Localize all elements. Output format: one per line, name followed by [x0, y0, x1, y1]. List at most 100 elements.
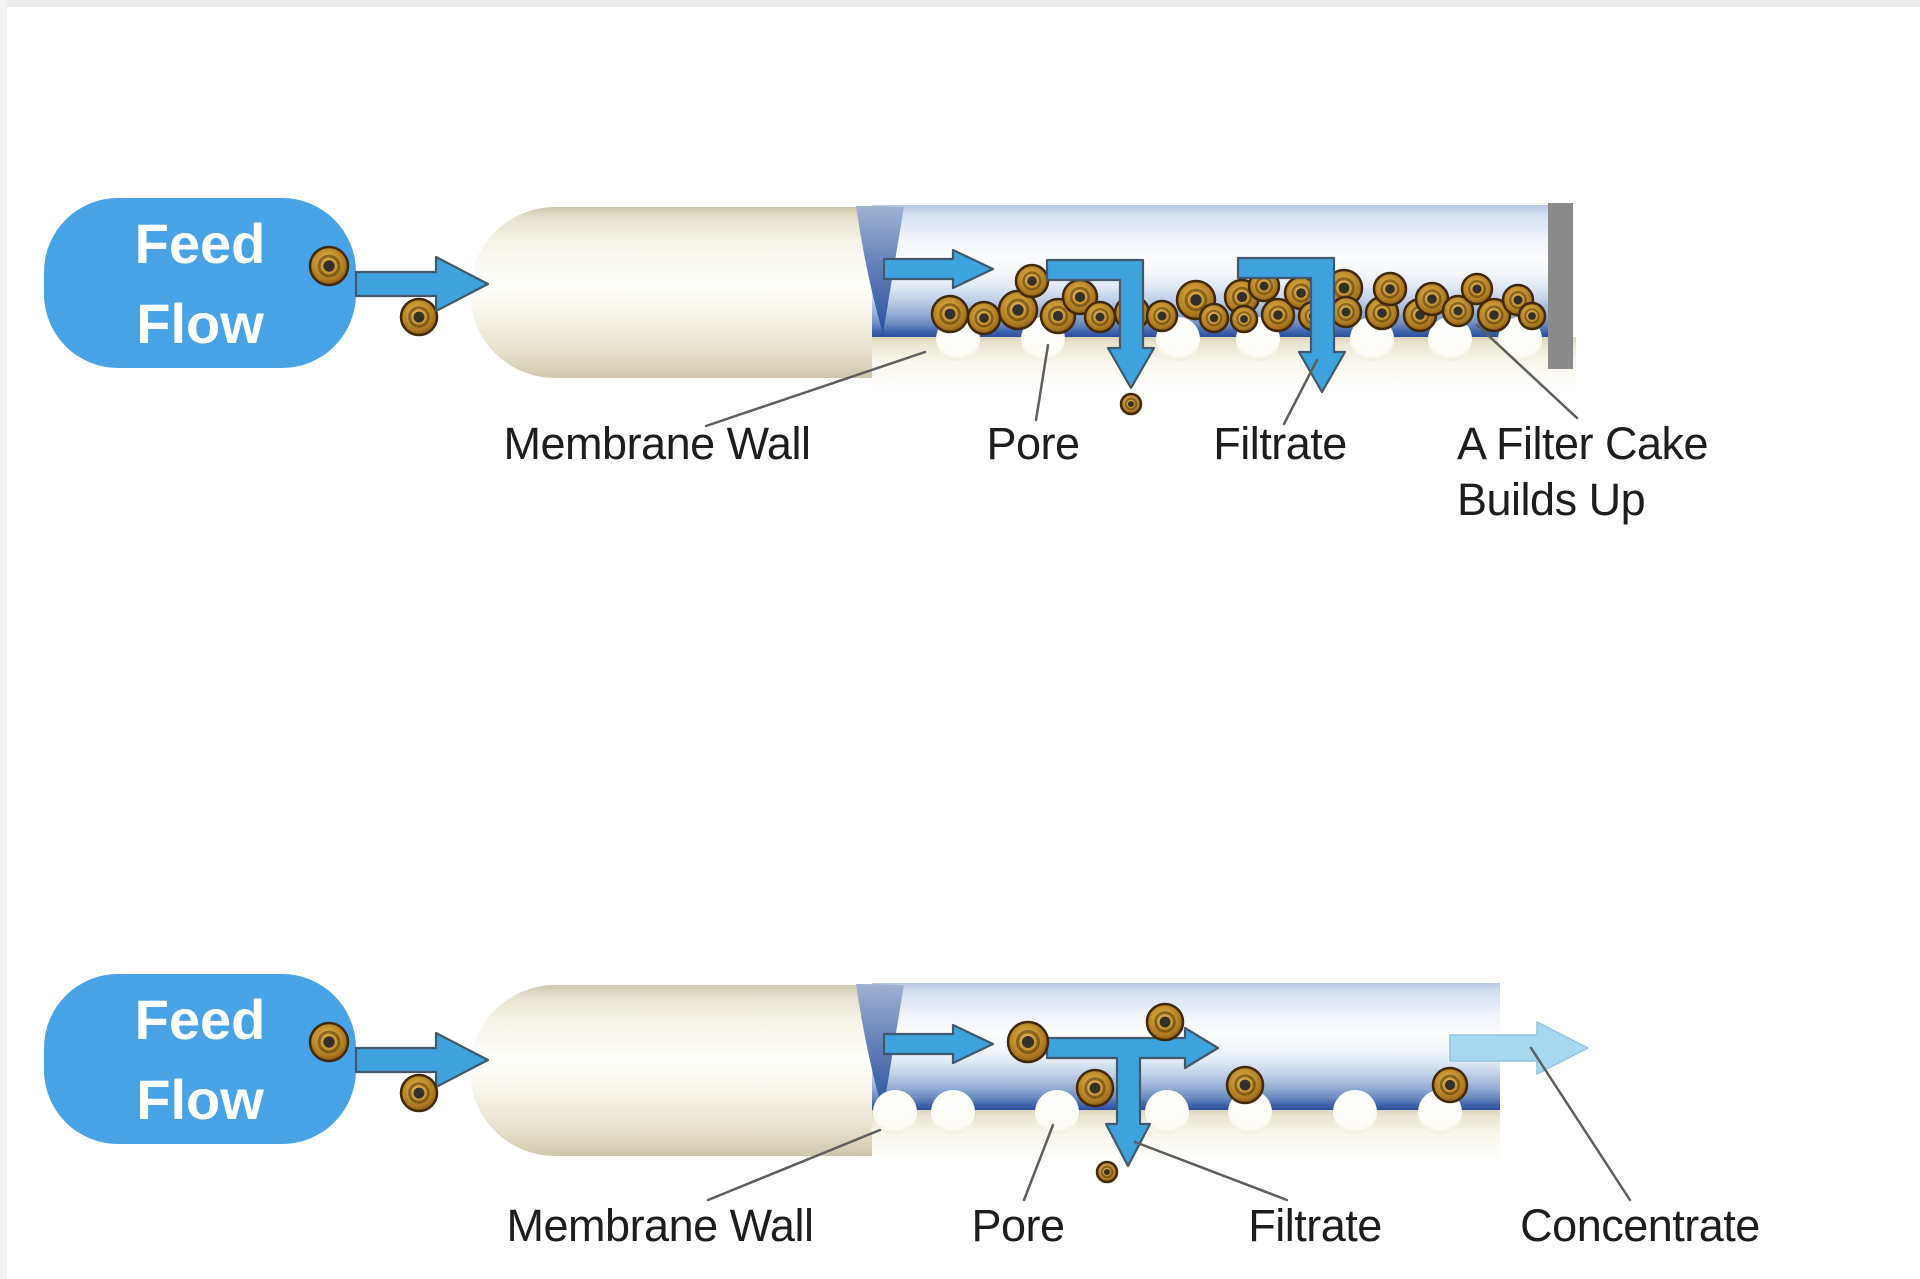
particle-ring [1234, 1074, 1256, 1096]
particle-ring [1439, 1074, 1461, 1096]
particle-ring [317, 254, 341, 278]
pore-dome [873, 1090, 917, 1134]
particle-core [413, 311, 425, 323]
particle-core [1444, 1079, 1456, 1091]
particle-core [1104, 1169, 1110, 1175]
particle-ring [1152, 307, 1171, 326]
cut-face [856, 206, 904, 334]
particle-ring [1291, 283, 1311, 303]
concentrate-arrow [1449, 1021, 1589, 1075]
feed-flow-line1: Feed [134, 988, 266, 1051]
particle-ring [1448, 302, 1467, 321]
particle-ring [1205, 309, 1223, 327]
particle-ring [1124, 397, 1138, 411]
particle-core [1453, 306, 1463, 316]
callout-line [1034, 343, 1050, 422]
particle-ring [1015, 1029, 1040, 1054]
particle-core [1341, 307, 1351, 317]
callout-line [1475, 323, 1579, 420]
particle-ring [1184, 288, 1208, 312]
feed-flow-badge-top: Feed Flow [44, 198, 356, 368]
feed-flow-badge-bottom: Feed Flow [44, 974, 356, 1144]
filtrate-arrow-1 [1045, 258, 1156, 390]
particle-core [1089, 1082, 1101, 1094]
callout-line [1529, 1046, 1632, 1202]
feed-flow-line2: Flow [136, 1068, 264, 1131]
cross-flow-figure [308, 983, 1632, 1202]
particle-ring [408, 306, 430, 328]
cut-face [856, 984, 904, 1112]
feed-flow-line1: Feed [134, 212, 266, 275]
particle-ring [974, 308, 994, 328]
particle-ring [1380, 279, 1400, 299]
particle-ring [1422, 289, 1442, 309]
particle-ring [1090, 308, 1109, 327]
particle-core [979, 313, 989, 323]
particle-ring [1006, 298, 1030, 322]
particle-ring [1372, 303, 1392, 323]
particle-core [1052, 310, 1064, 322]
channel-flow-arrow [882, 1023, 995, 1065]
label-membrane-wall-bottom: Membrane Wall [506, 1200, 814, 1251]
pore-dome [1333, 1090, 1377, 1134]
particle-core [323, 260, 335, 272]
callout-line [706, 1128, 882, 1202]
particle-core [1128, 401, 1134, 407]
particle-core [1377, 308, 1387, 318]
window-left-edge [0, 0, 7, 1279]
callout-line [1022, 1123, 1055, 1202]
label-membrane-wall-top: Membrane Wall [503, 418, 811, 469]
label-concentrate: Concentrate [1520, 1200, 1760, 1251]
particle-core [323, 1036, 335, 1048]
particle-core [1472, 284, 1482, 294]
channel-flow-arrow [882, 248, 995, 290]
callout-line [1133, 1140, 1289, 1202]
particle-core [1513, 295, 1523, 305]
particle-core [1296, 288, 1306, 298]
membrane-shell [560, 207, 877, 378]
particle-core [1528, 312, 1536, 320]
particle-ring [1508, 291, 1527, 310]
particle-ring [1047, 305, 1069, 327]
particle-core [1074, 291, 1086, 303]
feed-flow-line2: Flow [136, 292, 264, 355]
particle-core [1095, 312, 1105, 322]
label-filter-cake-line2: Builds Up [1457, 474, 1646, 525]
label-pore-bottom: Pore [971, 1200, 1065, 1251]
particle-ring [1236, 311, 1252, 327]
particle-core [1159, 1016, 1171, 1028]
pore-dome [931, 1090, 975, 1134]
particle-core [1489, 310, 1499, 320]
particle-ring [939, 303, 961, 325]
membrane-shell [560, 985, 877, 1156]
particle-core [944, 308, 956, 320]
pore-dome [1035, 1090, 1079, 1134]
feed-arrow [354, 255, 490, 313]
particle-ring [1069, 286, 1091, 308]
label-filtrate-top: Filtrate [1213, 418, 1347, 469]
particle-core [1338, 282, 1350, 294]
particle-core [1259, 281, 1269, 291]
particle-core [1385, 284, 1395, 294]
feed-arrow [354, 1031, 490, 1089]
particle-core [1236, 291, 1248, 303]
particle-ring [1100, 1165, 1114, 1179]
particle-ring [1154, 1011, 1176, 1033]
particle-ring [1484, 305, 1504, 325]
particle-core [1012, 304, 1024, 316]
particle-core [1022, 1036, 1034, 1048]
window-top-edge [0, 0, 1920, 7]
particle-ring [1084, 1077, 1106, 1099]
end-cap [1548, 203, 1573, 369]
particle-ring [1336, 303, 1355, 322]
particle-core [1209, 313, 1219, 323]
particle-ring [1022, 271, 1042, 291]
particle-core [1027, 276, 1037, 286]
particle-core [1273, 310, 1283, 320]
label-pore-top: Pore [986, 418, 1080, 469]
label-filter-cake-line1: A Filter Cake [1457, 418, 1709, 469]
label-filtrate-bottom: Filtrate [1248, 1200, 1382, 1251]
particle-core [1157, 311, 1167, 321]
